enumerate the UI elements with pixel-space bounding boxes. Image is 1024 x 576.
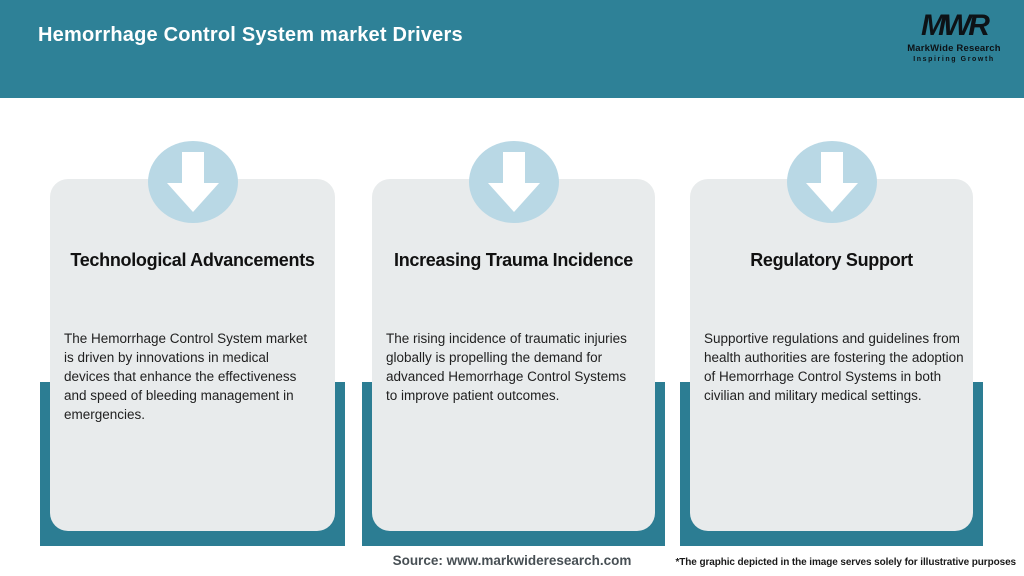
driver-card-technological-advancements: Technological Advancements The Hemorrhag… (40, 141, 345, 546)
card-title: Increasing Trauma Incidence (394, 250, 633, 270)
markwide-logo: MWR MarkWide Research Inspiring Growth (906, 11, 1002, 63)
card-title: Technological Advancements (70, 250, 315, 270)
card-surface: Technological Advancements The Hemorrhag… (50, 179, 335, 531)
card-surface: Increasing Trauma Incidence The rising i… (372, 179, 655, 531)
driver-card-increasing-trauma-incidence: Increasing Trauma Incidence The rising i… (362, 141, 665, 546)
logo-tagline: Inspiring Growth (913, 55, 995, 63)
card-body: The Hemorrhage Control System market is … (64, 331, 308, 422)
card-body: Supportive regulations and guidelines fr… (704, 331, 964, 403)
card-surface: Regulatory Support Supportive regulation… (690, 179, 973, 531)
page-title: Hemorrhage Control System market Drivers (38, 24, 463, 46)
logo-monogram: MWR (921, 9, 990, 42)
card-title: Regulatory Support (750, 250, 913, 270)
disclaimer-text: *The graphic depicted in the image serve… (675, 557, 1017, 568)
card-body: The rising incidence of traumatic injuri… (386, 331, 627, 403)
logo-name: MarkWide Research (907, 43, 1001, 54)
down-arrow-icon (468, 141, 559, 223)
header-bar: Hemorrhage Control System market Drivers… (0, 0, 1024, 98)
down-arrow-icon (147, 141, 238, 223)
down-arrow-icon (786, 141, 877, 223)
driver-card-regulatory-support: Regulatory Support Supportive regulation… (680, 141, 983, 546)
source-text: Source: www.markwideresearch.com (392, 553, 632, 568)
